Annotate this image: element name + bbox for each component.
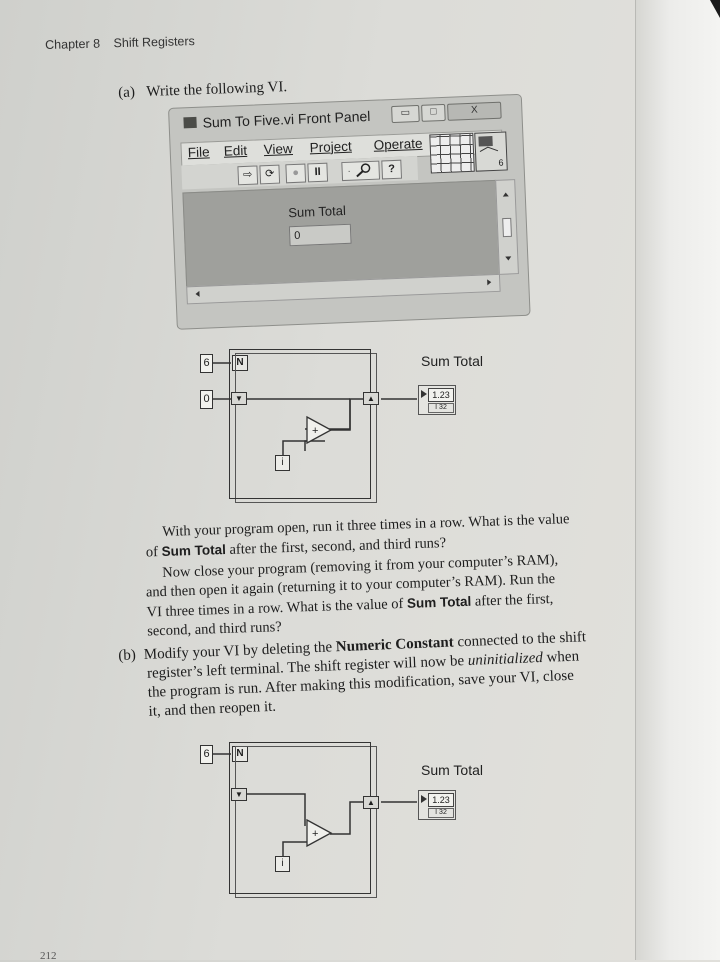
shift-register-right-terminal: ▲ bbox=[363, 392, 379, 405]
iteration-terminal: i bbox=[275, 455, 290, 471]
add-symbol: + bbox=[312, 828, 318, 840]
sum-total-indicator: 0 bbox=[288, 223, 352, 247]
abort-icon[interactable]: ● bbox=[285, 163, 307, 184]
part-a-heading: (a) Write the following VI. bbox=[118, 79, 287, 102]
part-b-paragraph: (b)Modify your VI by deleting the Numeri… bbox=[118, 628, 589, 723]
menu-file[interactable]: File bbox=[187, 144, 210, 161]
sum-total-indicator-terminal: 1.23 I 32 bbox=[418, 790, 456, 820]
menu-bar: File Edit View Project Operate 6 bbox=[180, 129, 508, 174]
diagram-2-wires bbox=[213, 753, 417, 860]
sum-total-indicator-label: Sum Total bbox=[421, 353, 483, 369]
connector-pane-icon[interactable] bbox=[429, 132, 475, 174]
front-panel-area: Sum Total 0 bbox=[182, 179, 500, 288]
for-loop-shadow bbox=[235, 746, 377, 898]
vi-icon-number: 6 bbox=[498, 157, 504, 168]
vertical-scrollbar[interactable] bbox=[495, 179, 519, 275]
sum-total-indicator-terminal: 1.23 I 32 bbox=[418, 385, 456, 415]
paragraph-close-reopen: Now close your program (removing it from… bbox=[146, 551, 560, 641]
menu-edit[interactable]: Edit bbox=[223, 142, 248, 159]
hscroll-glyphs bbox=[195, 279, 492, 297]
part-a-instruction: Write the following VI. bbox=[146, 79, 288, 101]
indicator-value: 1.23 bbox=[428, 388, 454, 402]
menu-view[interactable]: View bbox=[263, 141, 294, 158]
toolbar: ⇨ ⟳ ● II · ? bbox=[181, 156, 419, 190]
pause-icon[interactable]: II bbox=[307, 162, 329, 183]
front-panel-window: Sum To Five.vi Front Panel ▭ □ X File Ed… bbox=[168, 93, 531, 330]
loop-count-terminal: N bbox=[232, 355, 248, 371]
p1-sum-total: Sum Total bbox=[161, 542, 227, 560]
p1-text-b: after the first, second, and third runs? bbox=[225, 535, 447, 559]
page-number: 212 bbox=[40, 950, 57, 962]
shift-register-right-terminal: ▲ bbox=[363, 796, 379, 809]
help-icon[interactable]: ? bbox=[381, 159, 403, 180]
vi-icon-graphic bbox=[478, 136, 499, 152]
diagram-1-wires bbox=[213, 362, 417, 457]
vi-icon[interactable]: 6 bbox=[474, 131, 508, 172]
running-header: Chapter 8 Shift Registers bbox=[45, 34, 195, 52]
indicator-type: I 32 bbox=[428, 808, 454, 818]
count-constant: 6 bbox=[200, 745, 213, 764]
window-title: Sum To Five.vi Front Panel bbox=[202, 107, 371, 131]
run-continuously-icon[interactable]: ⟳ bbox=[259, 164, 281, 185]
add-function-icon: + bbox=[306, 415, 333, 445]
p2-sum-total: Sum Total bbox=[406, 593, 472, 611]
for-loop-structure bbox=[229, 349, 371, 499]
chapter-number: Chapter 8 bbox=[45, 36, 101, 52]
shift-register-left-terminal: ▼ bbox=[231, 788, 247, 801]
block-diagram-1: 6 N 0 ▼ ▲ + i Sum Total 1.23 I 32 bbox=[195, 345, 505, 515]
shift-register-left-terminal: ▼ bbox=[231, 392, 247, 405]
magnifier-glyph: · bbox=[347, 163, 371, 178]
run-arrow-icon[interactable]: ⇨ bbox=[237, 165, 259, 186]
numeric-constant-term: Numeric Constant bbox=[335, 634, 455, 656]
input-arrow-icon bbox=[421, 795, 427, 803]
page-corner-shadow bbox=[710, 0, 720, 18]
adjacent-page-edge bbox=[635, 0, 720, 960]
add-function-icon: + bbox=[306, 818, 333, 848]
count-constant: 6 bbox=[200, 354, 213, 373]
minimize-button[interactable]: ▭ bbox=[391, 104, 420, 124]
block-diagram-2: 6 N ▼ ▲ + i Sum Total 1.23 I 32 bbox=[195, 742, 505, 912]
menu-operate[interactable]: Operate bbox=[373, 135, 423, 153]
vscroll-glyphs bbox=[502, 192, 512, 261]
for-loop-shadow bbox=[235, 353, 377, 503]
menu-project[interactable]: Project bbox=[309, 138, 353, 156]
indicator-value: 1.23 bbox=[428, 793, 454, 807]
maximize-button[interactable]: □ bbox=[421, 103, 446, 122]
search-dot: · bbox=[347, 166, 350, 176]
chapter-title: Shift Registers bbox=[113, 34, 195, 51]
p2-text-b: after the first, bbox=[470, 591, 554, 610]
input-arrow-icon bbox=[421, 390, 427, 398]
horizontal-scrollbar[interactable] bbox=[186, 273, 501, 305]
search-icon[interactable]: · bbox=[341, 160, 381, 182]
shift-register-init-constant: 0 bbox=[200, 390, 213, 409]
part-b-text-d: when bbox=[542, 648, 580, 666]
part-b-label: (b) bbox=[118, 647, 137, 664]
close-button[interactable]: X bbox=[447, 101, 502, 121]
iteration-terminal: i bbox=[275, 856, 290, 872]
sum-total-indicator-label: Sum Total bbox=[421, 762, 483, 778]
add-symbol: + bbox=[312, 425, 318, 437]
p1-text-a: of bbox=[145, 544, 162, 561]
indicator-type: I 32 bbox=[428, 403, 454, 413]
sum-total-label: Sum Total bbox=[288, 202, 347, 221]
for-loop-structure bbox=[229, 742, 371, 894]
part-a-label: (a) bbox=[118, 84, 136, 101]
vi-window-icon bbox=[183, 116, 197, 129]
uninitialized-term: uninitialized bbox=[467, 649, 544, 669]
